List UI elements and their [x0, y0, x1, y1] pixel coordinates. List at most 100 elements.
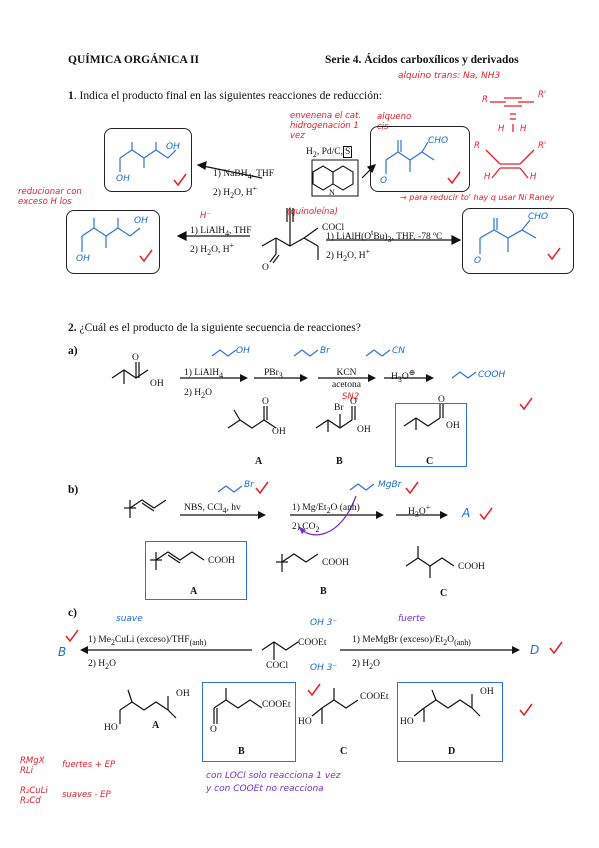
q1-center-cocl: COCl: [322, 223, 345, 233]
q2c-optD-oh: OH: [480, 687, 494, 697]
prod-bl-oh1: OH: [134, 216, 148, 226]
q2a-hand-cn: CN: [392, 346, 406, 356]
q2c-optD-ho: HO: [400, 717, 414, 727]
q2c-optA-oh: OH: [176, 689, 190, 699]
q2c-note-left-2: R₂CuLi R₂Cd: [20, 786, 48, 806]
prod-tr-o: O: [380, 176, 388, 186]
q2c-left-step1: 1) Me2CuLi (exceso)/THF(anh): [88, 635, 207, 647]
question-2-number: 2.: [68, 322, 77, 334]
alkyne-r: R: [482, 95, 488, 105]
q2a-optC-o: O: [438, 395, 445, 405]
prod-tl-oh2: OH: [116, 174, 130, 184]
alkyne-alkene-sketch: [485, 97, 535, 179]
q2c-optB-o: O: [210, 725, 217, 735]
note-alquino-trans: alquino trans: Na, NH3: [398, 71, 501, 81]
q2a-step4: H3O⊕: [391, 368, 416, 385]
note-hminus: H⁻: [200, 211, 211, 221]
q2b-hand-br: Br: [244, 480, 254, 490]
q2c-optC-cooet: COOEt: [360, 692, 389, 702]
q2b-optB-cooh: COOH: [322, 558, 349, 568]
q2a-optB-oh: OH: [357, 425, 371, 435]
q2a-step3: KCN acetona: [332, 368, 362, 390]
q2c-label-D: D: [448, 746, 456, 757]
q2c-label: c): [68, 607, 77, 619]
q2b-hand-answer: A: [462, 506, 471, 520]
q2c-answer-box-B: [202, 682, 296, 762]
q2a-o: O: [132, 353, 139, 363]
prod-br-cho: CHO: [528, 212, 549, 222]
q2c-right-step2: 2) H2O: [352, 659, 380, 671]
series-title: Serie 4. Ácidos carboxílicos y derivados: [325, 54, 519, 66]
alkyne-h: H: [498, 124, 505, 134]
q2c-note-bottom: con LOCl solo reacciona 1 vez y con COOE…: [206, 771, 341, 794]
product-box-bottom-right: [462, 208, 574, 274]
alkene-r2: R': [538, 141, 547, 151]
q2a-label-A: A: [255, 456, 263, 467]
q2a-hand-sn2: SN2: [342, 392, 360, 402]
alkyne-r2: R': [538, 90, 547, 100]
note-envenena: envenena el cat. hidrogenación 1 vez: [290, 111, 362, 141]
q2a-hand-br: Br: [320, 346, 330, 356]
q2b-step2: 1) Mg/Et2O (anh) 2) CO2: [292, 503, 360, 534]
q1-cond-right-top: H2, Pd/C,S: [306, 146, 353, 159]
q2c-label-A: A: [152, 720, 160, 731]
q2b-hand-mgbr: MgBr: [378, 480, 402, 490]
alkene-r: R: [474, 141, 480, 151]
q2c-label-C: C: [340, 746, 348, 757]
alkyne-h2: H: [520, 124, 527, 134]
q1-cond-left-bottom: 1) LiAlH4, THF 2) H2O, H+: [190, 226, 252, 257]
note-alqueno: alqueno cis: [377, 112, 412, 132]
q2b-label-B: B: [320, 586, 327, 597]
prod-tl-oh1: OH: [166, 142, 180, 152]
q2c-hand-oh3-top: OH 3⁻: [310, 618, 338, 628]
q2c-note-left-2b: suaves - EP: [62, 790, 111, 800]
prod-bl-oh2: OH: [76, 254, 90, 264]
q2a-optA-oh: OH: [272, 427, 286, 437]
q2c-optA-ho: HO: [104, 723, 118, 733]
product-box-top-left: [104, 128, 192, 192]
q2a-step2: PBr3: [264, 368, 283, 380]
q2b-step3: H3O+: [408, 503, 431, 520]
product-box-top-right: [370, 126, 470, 192]
q2a-hand-cooh: COOH: [478, 370, 506, 380]
q2c-hand-fuerte: fuerte: [398, 614, 426, 624]
q2c-label-B: B: [238, 746, 245, 757]
q2a-hand-oh: OH: [236, 346, 250, 356]
q2b-answer-box: [145, 541, 247, 600]
q1-center-o: O: [262, 263, 269, 273]
q2c-note-left-1: RMgX RLi: [20, 756, 45, 776]
q1-quinoline-n: N: [329, 188, 335, 197]
q2a-optB-br: Br: [334, 403, 344, 413]
q2a-oh: OH: [150, 379, 164, 389]
q2a-optA-o: O: [262, 397, 269, 407]
q2c-hand-d: D: [530, 643, 540, 657]
q2c-note-left-1b: fuertes + EP: [62, 760, 116, 770]
q1-cond-right-bottom: 1) LiAlH(OtBu)3, THF, -78 ºC 2) H2O, H+: [326, 228, 443, 264]
product-box-bottom-left: [66, 210, 160, 274]
prod-tr-cho: CHO: [428, 136, 449, 146]
question-1: 1. Indica el producto final en las sigui…: [68, 90, 382, 102]
q2c-center-cocl: COCl: [266, 661, 289, 671]
q1-cond-left-top: 1) NaBH4, THF 2) H2O, H+: [213, 169, 275, 200]
q2c-right-step1: 1) MeMgBr (exceso)/Et2O(anh): [352, 635, 471, 647]
q2c-center-cooet: COOEt: [298, 638, 327, 648]
note-reducir: → para reducir to' hay q usar Ni Raney: [400, 193, 555, 202]
q2a-answer-box: [395, 403, 467, 467]
alkene-h: H: [484, 172, 491, 182]
quinoline-frame: [311, 159, 359, 197]
question-2: 2. ¿Cuál es el producto de la siguiente …: [68, 322, 361, 334]
q2a-label-B: B: [336, 456, 343, 467]
question-2-text: ¿Cuál es el producto de la siguiente sec…: [76, 322, 361, 334]
q2c-optB-cooet: COOEt: [262, 700, 291, 710]
q2a-label-C: C: [426, 456, 434, 467]
q2b-optA-cooh: COOH: [208, 556, 235, 566]
q2c-hand-oh3-bottom: OH 3⁻: [310, 663, 338, 673]
note-quinoleina: (quinoleína): [287, 207, 338, 217]
q2b-label: b): [68, 484, 79, 496]
q2c-hand-suave: suave: [116, 614, 143, 624]
q2a-optB-o: O: [350, 397, 357, 407]
